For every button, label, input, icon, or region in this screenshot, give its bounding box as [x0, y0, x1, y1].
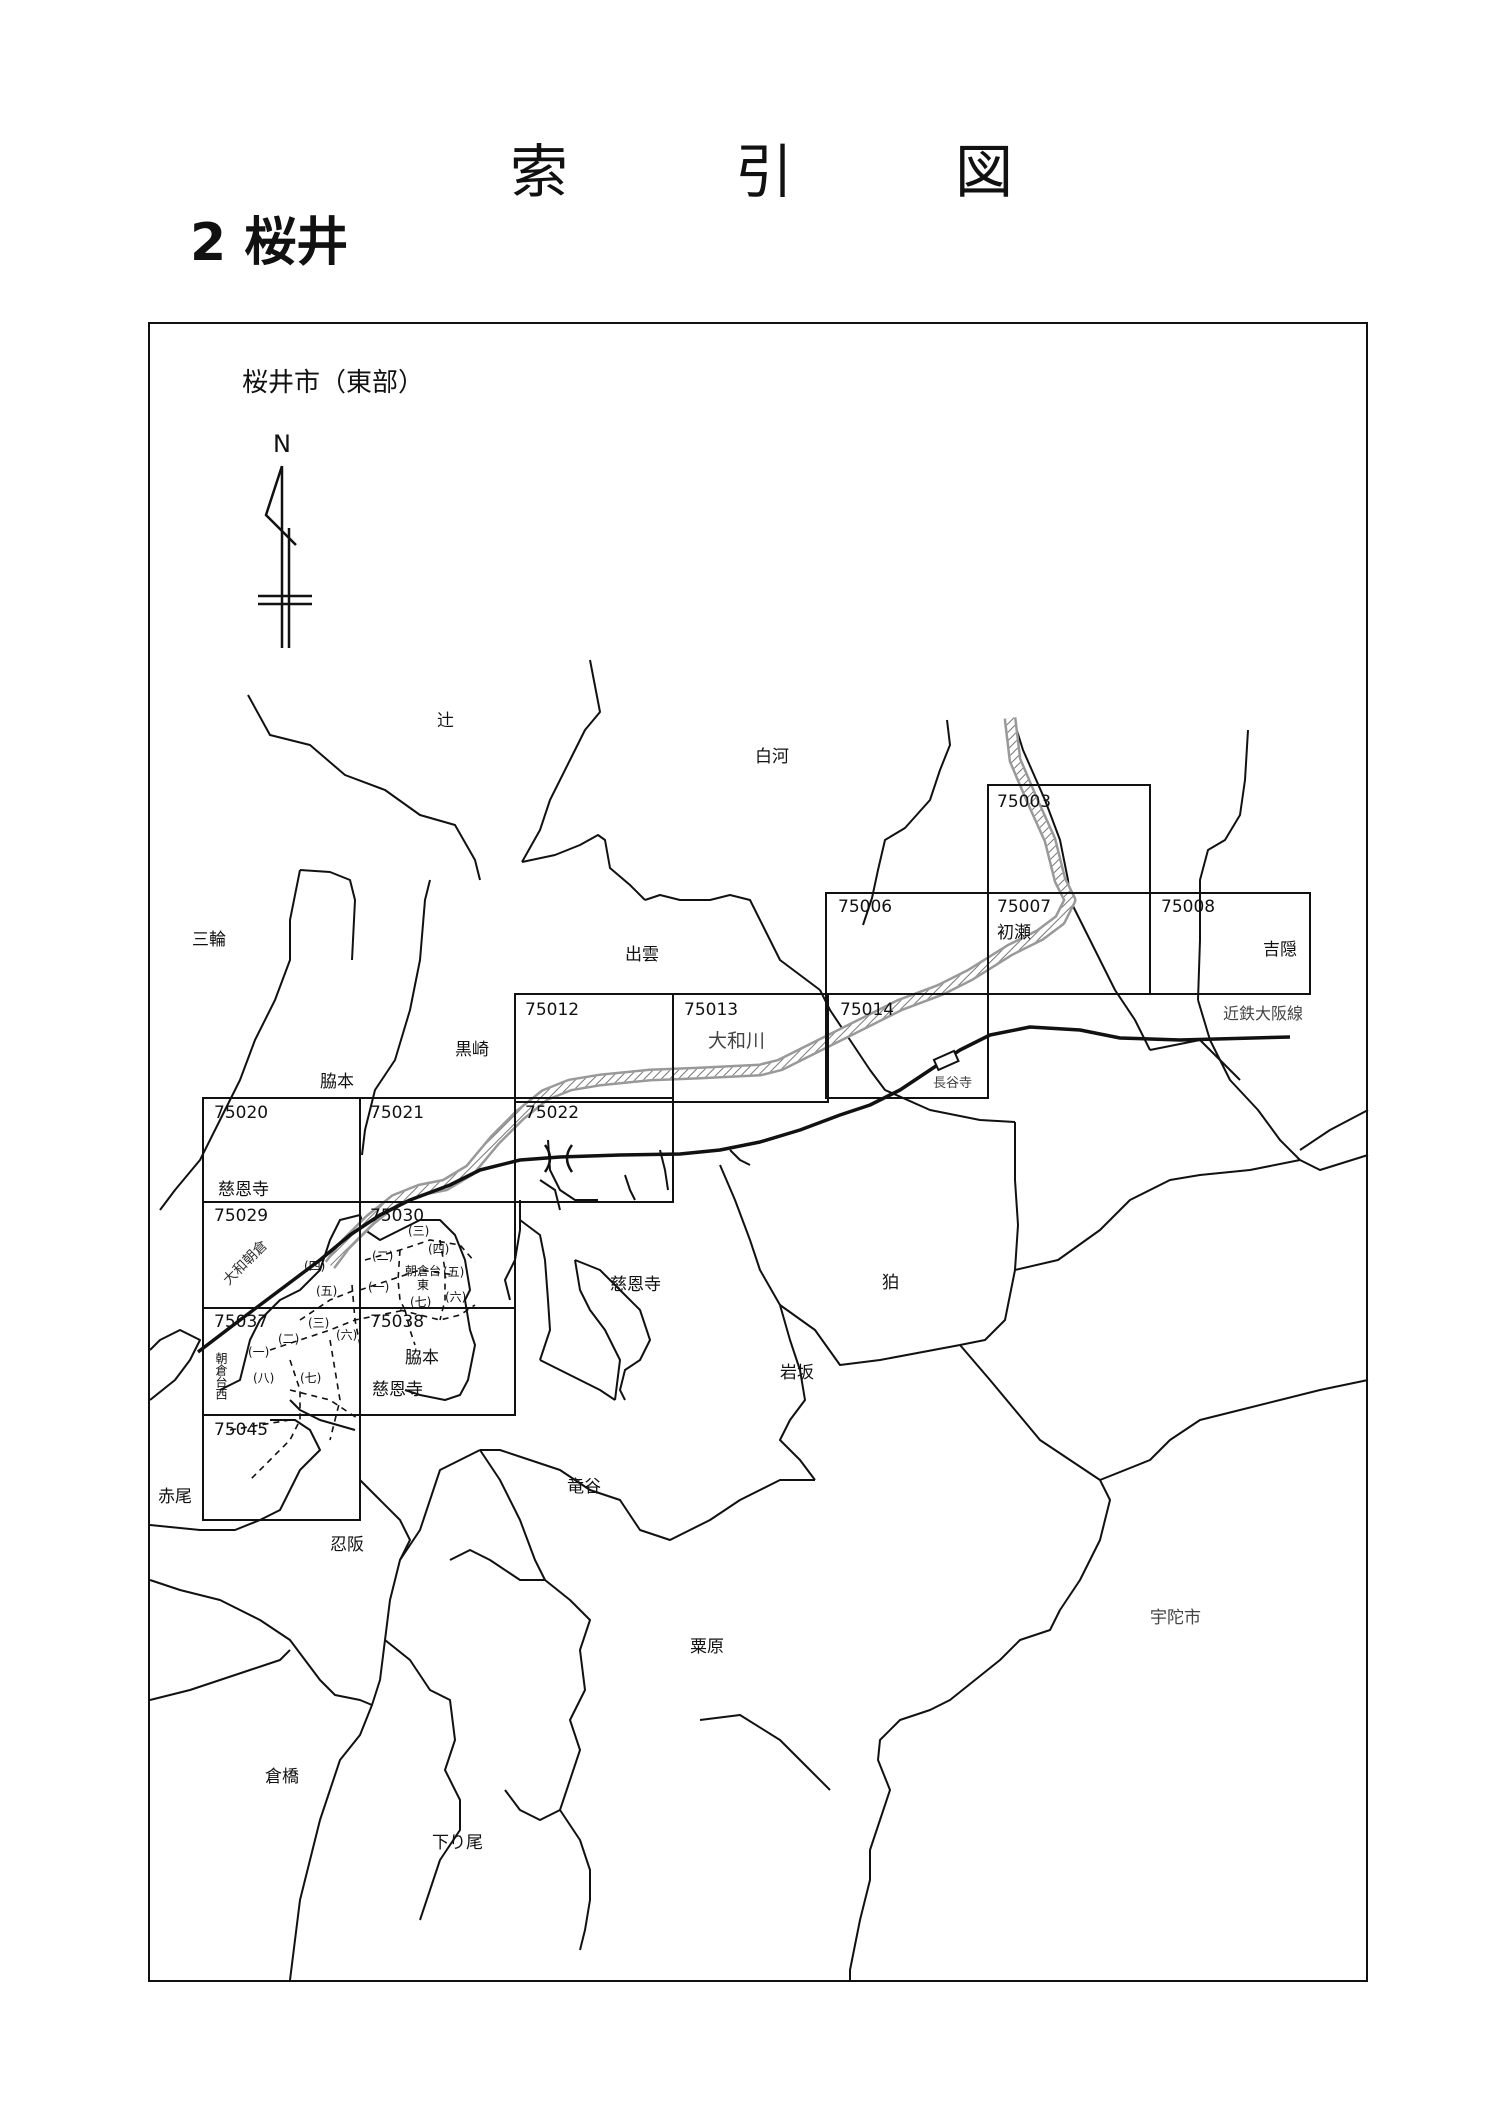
station-label: 長谷寺 [933, 1076, 973, 1091]
sheet-label[interactable]: 75045 [214, 1420, 269, 1440]
place-akao: 赤尾 [158, 1487, 192, 1507]
page-subtitle: 2 桜井 [190, 213, 349, 273]
place-jionji: 慈恩寺 [610, 1275, 661, 1295]
title-char-2: 引 [735, 138, 794, 206]
sheet-label[interactable]: 75020 [214, 1103, 269, 1123]
subdistrict-2-west: (二) [278, 1332, 300, 1346]
sheet-label[interactable]: 75008 [1161, 897, 1216, 917]
place-kurahashi: 倉橋 [265, 1767, 299, 1787]
subdistrict-8-west: (八) [253, 1371, 275, 1385]
sheet-label[interactable]: 75029 [214, 1206, 269, 1226]
place-kurosaki: 黒崎 [455, 1040, 489, 1060]
asakura-east-label-2: 東 [417, 1278, 430, 1292]
sheet-label[interactable]: 75021 [370, 1103, 425, 1123]
sheet-label[interactable]: 75006 [838, 897, 893, 917]
place-jionji: 慈恩寺 [218, 1180, 269, 1200]
place-shirakawa: 白河 [755, 747, 789, 767]
subdistrict-5-east: (五) [443, 1265, 465, 1279]
railway-label: 近鉄大阪線 [1223, 1004, 1304, 1023]
subdistrict-1-west: (一) [248, 1345, 270, 1359]
sheet-label[interactable]: 75030 [370, 1206, 425, 1226]
place-jionji: 慈恩寺 [372, 1380, 423, 1400]
place-iwasaka: 岩坂 [780, 1363, 814, 1383]
sheet-label[interactable]: 75037 [214, 1312, 269, 1332]
sheet-label[interactable]: 75014 [840, 1000, 895, 1020]
subdistrict-7-west: (七) [300, 1371, 322, 1385]
sheet-label[interactable]: 75007 [997, 897, 1052, 917]
subdistrict-1-east: (一) [368, 1280, 390, 1294]
place-miwa: 三輪 [192, 930, 226, 950]
place-hakuka: 狛 [882, 1273, 899, 1293]
river-label: 大和川 [708, 1030, 766, 1052]
place-izumo: 出雲 [625, 945, 659, 965]
sheet-label[interactable]: 75003 [997, 792, 1052, 812]
north-label: N [273, 430, 291, 458]
subdistrict-6-east: (六) [445, 1290, 467, 1304]
sheet-label[interactable]: 75013 [684, 1000, 739, 1020]
sheet-label[interactable]: 75012 [525, 1000, 580, 1020]
boundary-lines [149, 659, 1369, 1981]
asakura-west-label: 朝倉台西 [214, 1352, 228, 1400]
map-heading: 桜井市（東部） [242, 368, 425, 398]
station-marker-icon [932, 1049, 960, 1072]
title-char-1: 索 [510, 138, 569, 206]
map-frame [148, 322, 1368, 1982]
sheet-label[interactable]: 75022 [525, 1103, 580, 1123]
north-arrow-icon [258, 465, 312, 648]
title-char-3: 図 [955, 138, 1014, 206]
subdistrict-6-west: (六) [336, 1328, 358, 1342]
place-yoshigomori: 吉隠 [1263, 940, 1297, 960]
place-shimorio: 下り尾 [432, 1833, 483, 1853]
subdistrict-7-east: (七) [410, 1295, 432, 1309]
place-hatsuse: 初瀬 [997, 923, 1031, 943]
tunnel-icon [543, 1144, 574, 1173]
sheet-grid [202, 784, 1311, 1521]
subdistrict-2-east: (二) [372, 1249, 394, 1263]
place-ohara: 粟原 [690, 1637, 724, 1657]
place-osaka: 忍阪 [330, 1535, 364, 1555]
subdistrict-3-west: (三) [308, 1316, 330, 1330]
place-wakimoto: 脇本 [320, 1072, 354, 1092]
place-ryugai: 竜谷 [567, 1477, 601, 1497]
subdistrict-3-east: (三) [408, 1224, 430, 1238]
sheet-label[interactable]: 75038 [370, 1312, 425, 1332]
place-uda-city: 宇陀市 [1150, 1608, 1201, 1628]
subdistrict-4-west: (四) [304, 1259, 326, 1273]
subdistrict-5-west: (五) [316, 1284, 338, 1298]
place-wakimoto: 脇本 [405, 1348, 439, 1368]
asakura-east-label: 朝倉台 [405, 1264, 442, 1278]
subdistrict-4-east: (四) [428, 1242, 450, 1256]
place-tsuji: 辻 [437, 711, 454, 731]
